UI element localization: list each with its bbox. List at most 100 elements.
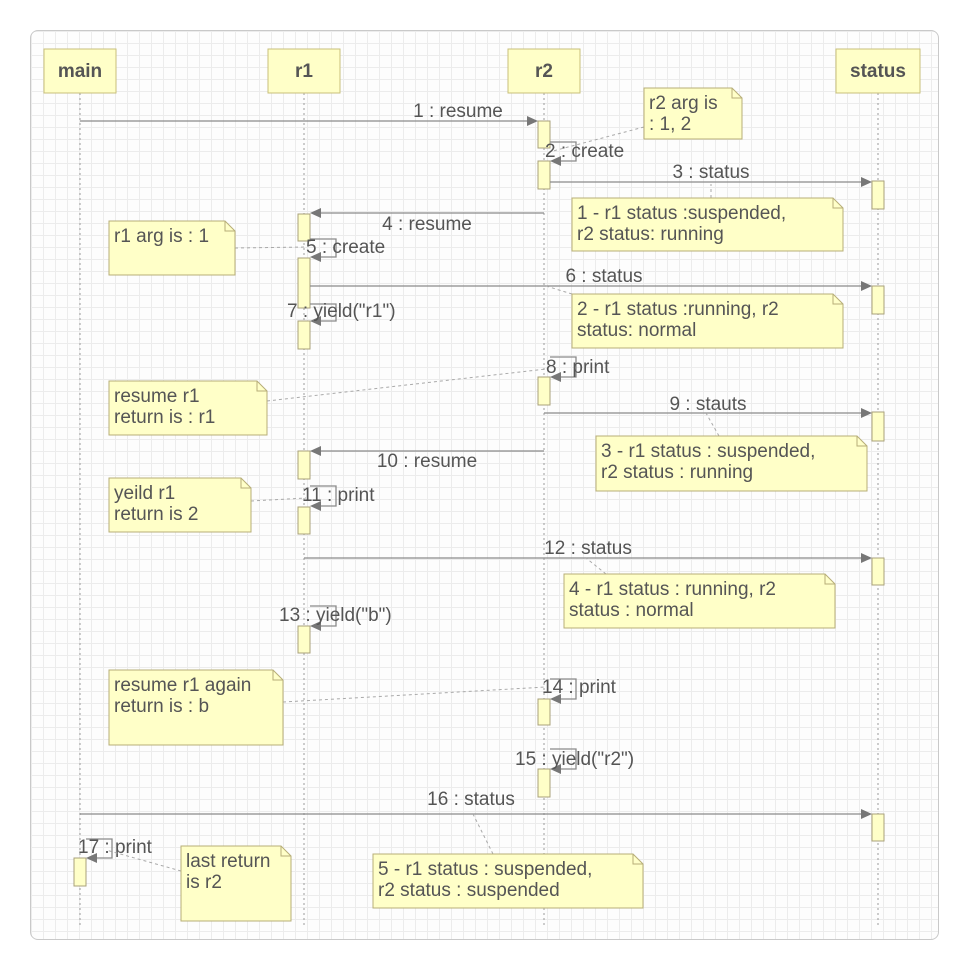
- message-label: 12 : status: [544, 538, 632, 559]
- activation-bar: [537, 768, 551, 798]
- note-box: [108, 220, 236, 276]
- actor-r1: r1: [267, 48, 341, 94]
- note-connector: [585, 557, 607, 575]
- note-2: 1 - r1 status :suspended,r2 status: runn…: [571, 184, 844, 252]
- arrow-head: [310, 316, 321, 326]
- note-box: [595, 435, 868, 492]
- note-line: is r2: [186, 872, 222, 893]
- message-label: 11 : print: [302, 485, 375, 506]
- message-10: 10 : resume: [310, 446, 544, 472]
- note-line: yeild r1: [114, 483, 175, 504]
- arrow-head: [550, 156, 561, 166]
- note-fold: [280, 846, 291, 857]
- note-line: : 1, 2: [649, 114, 691, 135]
- arrow-head: [861, 177, 872, 187]
- actor-r2: r2: [507, 48, 581, 94]
- note-line: r2 status: running: [577, 224, 724, 245]
- messages: 1 : resume 2 : create 3 : status 4 : resume…: [78, 101, 872, 863]
- note-fold: [832, 198, 843, 209]
- arrow-head: [550, 764, 561, 774]
- note-line: 1 - r1 status :suspended,: [577, 203, 786, 224]
- activation-bar: [297, 213, 311, 242]
- note-fold: [272, 670, 283, 681]
- note-box: [180, 845, 292, 922]
- message-15: 15 : yield("r2"): [515, 748, 634, 774]
- note-fold: [240, 478, 251, 489]
- message-4: 4 : resume: [310, 208, 544, 235]
- actor-label: r1: [295, 61, 313, 82]
- note-box: [372, 853, 644, 909]
- arrow-head: [550, 372, 561, 382]
- actor-label: main: [58, 61, 102, 82]
- activation-bar: [871, 180, 885, 210]
- note-line: 2 - r1 status :running, r2: [577, 299, 779, 320]
- activation-bar: [537, 376, 551, 406]
- notes: r2 arg is: 1, 2 1 - r1 status :suspended,…: [105, 87, 868, 922]
- note-box: [108, 477, 252, 533]
- message-13: 13 : yield("b"): [279, 605, 392, 631]
- self-message-loop: [550, 356, 577, 378]
- note-connector: [250, 497, 307, 502]
- actor-box: [267, 48, 341, 94]
- arrow-head: [310, 446, 321, 456]
- actor-box: [507, 48, 581, 94]
- message-label: 5 : create: [306, 237, 385, 258]
- message-12: 12 : status: [304, 538, 872, 563]
- note-box: [108, 380, 268, 436]
- note-connector: [105, 849, 182, 872]
- activation-bar: [297, 257, 311, 309]
- message-label: 3 : status: [672, 162, 749, 183]
- note-10: 5 - r1 status : suspended,r2 status : su…: [372, 813, 644, 909]
- note-line: r1 arg is : 1: [114, 226, 209, 247]
- note-connector: [545, 285, 573, 295]
- note-line: resume r1 again: [114, 675, 251, 696]
- note-line: last return: [186, 851, 270, 872]
- message-label: 6 : status: [565, 266, 642, 287]
- arrow-head: [861, 553, 872, 563]
- message-6: 6 : status: [310, 266, 872, 291]
- message-9: 9 : stauts: [544, 394, 872, 418]
- activation-bar: [537, 160, 551, 190]
- message-8: 8 : print: [546, 356, 610, 382]
- message-16: 16 : status: [80, 789, 872, 819]
- arrow-head: [527, 116, 538, 126]
- message-11: 11 : print: [302, 485, 375, 511]
- note-line: 3 - r1 status : suspended,: [601, 441, 815, 462]
- note-fold: [224, 221, 235, 232]
- activation-bar: [871, 557, 885, 586]
- message-label: 13 : yield("b"): [279, 605, 392, 626]
- activation-bar: [73, 857, 87, 887]
- actor-label: r2: [535, 61, 553, 82]
- message-1: 1 : resume: [80, 101, 538, 126]
- note-connector: [705, 412, 720, 437]
- arrow-head: [550, 694, 561, 704]
- message-7: 7 : yield("r1"): [287, 301, 396, 326]
- self-message-loop: [550, 678, 577, 700]
- message-label: 16 : status: [427, 789, 515, 810]
- message-label: 17 : print: [78, 837, 153, 858]
- actor-box: [43, 48, 117, 94]
- message-label: 10 : resume: [377, 451, 477, 472]
- note-fold: [832, 294, 843, 305]
- note-box: [571, 293, 844, 349]
- diagram-frame: main r1 r2 status 1 : resume 2 : create 3 : st…: [30, 30, 939, 940]
- activation-bar: [297, 625, 311, 654]
- self-message-loop: [550, 141, 577, 162]
- note-box: [108, 669, 284, 746]
- arrow-head: [310, 252, 321, 262]
- note-box: [571, 197, 844, 252]
- note-line: r2 status : suspended: [378, 880, 560, 901]
- note-box: [563, 573, 836, 629]
- note-3: r1 arg is : 1: [108, 220, 307, 276]
- note-line: r2 status : running: [601, 462, 753, 483]
- message-label: 4 : resume: [382, 214, 472, 235]
- activation-bar: [297, 320, 311, 350]
- note-line: r2 arg is: [649, 93, 718, 114]
- activations: [73, 120, 885, 887]
- actor-status: status: [835, 48, 921, 94]
- note-fold: [824, 574, 835, 585]
- message-2: 2 : create: [545, 141, 624, 166]
